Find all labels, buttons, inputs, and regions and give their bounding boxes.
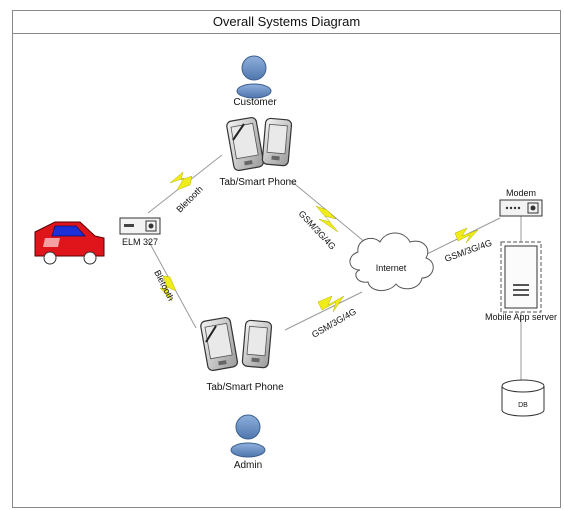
admin-icon bbox=[230, 414, 266, 458]
tab-bottom-label: Tab/Smart Phone bbox=[206, 382, 284, 393]
car-icon bbox=[34, 221, 105, 265]
modem-icon bbox=[499, 199, 543, 217]
database-icon bbox=[501, 379, 545, 417]
gsm-top-bolt bbox=[315, 205, 339, 233]
tablet-bottom-icon bbox=[200, 316, 239, 372]
mobile-app-server-icon bbox=[500, 241, 542, 313]
line-tab-bottom-internet bbox=[284, 291, 363, 331]
admin-label: Admin bbox=[234, 460, 262, 471]
bluetooth-top-bolt bbox=[169, 171, 193, 191]
elm327-device-icon bbox=[119, 217, 161, 235]
elm-label: ELM 327 bbox=[122, 237, 158, 247]
phone-bottom-icon bbox=[241, 319, 273, 369]
tablet-top-icon bbox=[226, 116, 265, 172]
db-label: DB bbox=[518, 402, 528, 409]
gsm-bottom-bolt bbox=[317, 295, 345, 313]
bluetooth-bottom-bolt bbox=[159, 275, 177, 302]
gsm-modem-bolt bbox=[454, 227, 479, 244]
diagram-title: Overall Systems Diagram bbox=[12, 10, 561, 34]
server-label: Mobile App server bbox=[485, 312, 557, 322]
diagram-frame bbox=[12, 10, 561, 508]
phone-top-icon bbox=[261, 117, 293, 167]
tab-top-label: Tab/Smart Phone bbox=[219, 177, 297, 188]
internet-cloud-icon bbox=[349, 232, 434, 291]
internet-label: Internet bbox=[376, 263, 407, 273]
customer-label: Customer bbox=[233, 97, 277, 108]
gsm-modem-label: GSM/3G/4G bbox=[443, 238, 493, 264]
customer-icon bbox=[236, 55, 272, 99]
gsm-bottom-label: GSM/3G/4G bbox=[310, 306, 358, 339]
modem-label: Modem bbox=[506, 188, 536, 198]
